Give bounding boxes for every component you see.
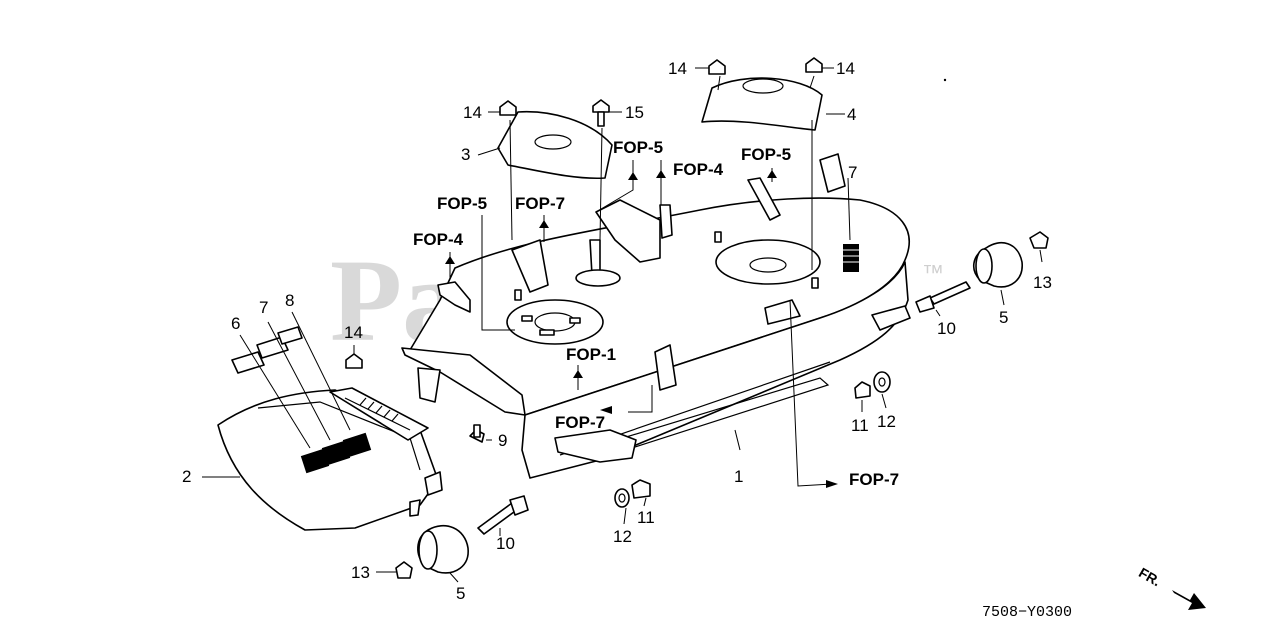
callout-13-right: 13 [1033, 273, 1052, 292]
callout-2: 2 [182, 467, 191, 486]
watermark-trademark: ™ [922, 260, 944, 285]
ref-fop7-right: FOP-7 [849, 470, 899, 489]
mower-deck [401, 177, 911, 479]
ref-fop7-mid: FOP-7 [555, 413, 605, 432]
ref-fop5-left: FOP-5 [437, 194, 487, 213]
front-direction-indicator: FR. [1136, 564, 1206, 610]
right-pulley-cover [701, 77, 823, 131]
callout-14-cover: 14 [463, 103, 482, 122]
diagram-code: 7508−Y0300 [982, 604, 1072, 621]
callout-7-chute: 7 [259, 298, 268, 317]
callout-4: 4 [847, 105, 856, 124]
callout-13-left: 13 [351, 563, 370, 582]
nuts-and-bolts [345, 57, 1049, 579]
callout-1: 1 [734, 467, 743, 486]
callout-11-left: 11 [637, 508, 655, 527]
callout-11-right: 11 [851, 416, 869, 435]
leader-lines [202, 67, 1043, 583]
front-direction-label: FR. [1136, 564, 1164, 589]
callout-12-left: 12 [613, 527, 632, 546]
discharge-chute [217, 387, 443, 531]
callout-7-deck: 7 [848, 163, 857, 182]
callout-10-left: 10 [496, 534, 515, 553]
callout-14-top-right: 14 [836, 59, 855, 78]
marker-dot [943, 78, 947, 82]
callout-14-top-left: 14 [668, 59, 687, 78]
callout-15: 15 [625, 103, 644, 122]
ref-fop5-right: FOP-5 [741, 145, 791, 164]
ref-fop7-top: FOP-7 [515, 194, 565, 213]
ref-fop4-center: FOP-4 [673, 160, 724, 179]
gauge-wheels [417, 241, 1023, 574]
ref-fop5-top: FOP-5 [613, 138, 663, 157]
callout-12-right: 12 [877, 412, 896, 431]
callout-9: 9 [498, 431, 507, 450]
callout-5-right: 5 [999, 308, 1008, 327]
front-arrow-icon [1172, 590, 1206, 610]
fop-references: FOP-5 FOP-4 FOP-5 FOP-5 FOP-7 FOP-4 FOP-… [413, 138, 899, 489]
ref-fop1: FOP-1 [566, 345, 616, 364]
callout-5-left: 5 [456, 584, 465, 603]
callout-3: 3 [461, 145, 470, 164]
ref-fop4-left: FOP-4 [413, 230, 464, 249]
callout-6: 6 [231, 314, 240, 333]
callout-14-deck: 14 [344, 323, 363, 342]
decals [231, 153, 846, 374]
left-pulley-cover [497, 110, 613, 180]
callout-10-right: 10 [937, 319, 956, 338]
callout-numbers: 1 2 3 4 5 5 6 7 7 8 9 10 10 11 11 12 12 … [182, 59, 1052, 603]
callout-8: 8 [285, 291, 294, 310]
